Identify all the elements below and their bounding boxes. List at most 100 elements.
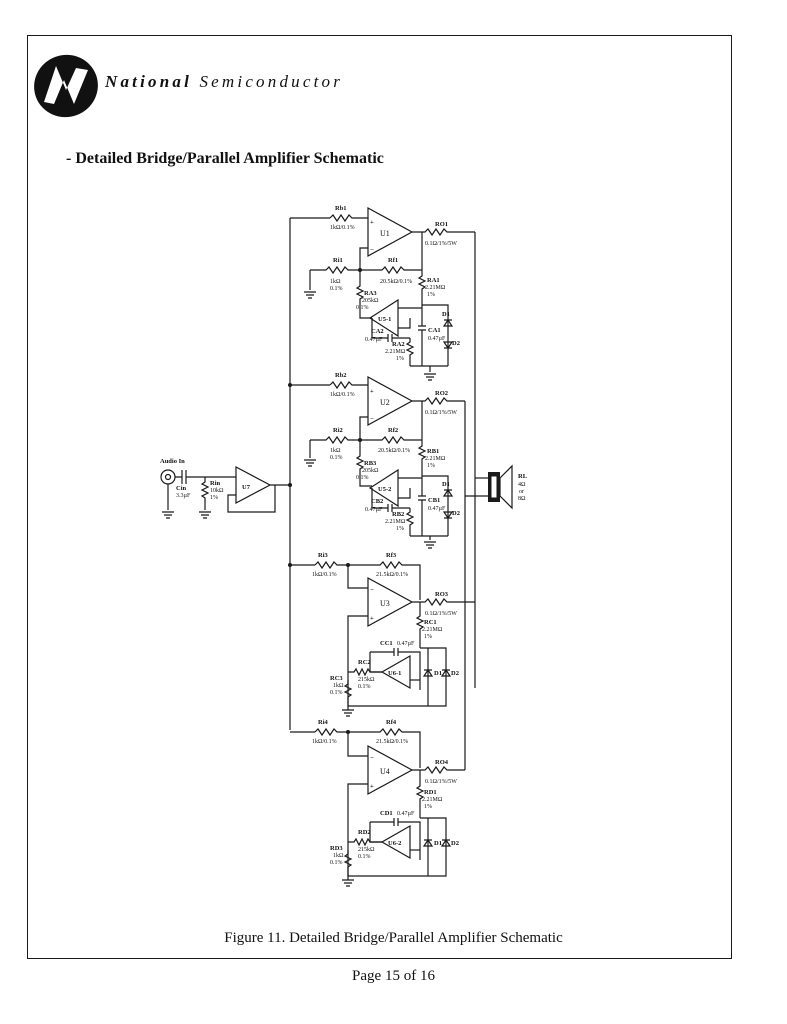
rf3-value: 21.5kΩ/0.1%	[376, 572, 408, 578]
rb3-tolerance: 0.1%	[356, 475, 369, 481]
ro1-label: RO1	[435, 221, 448, 228]
ra1-resistor	[417, 270, 427, 305]
cb2-value: 0.47µF	[365, 507, 383, 513]
rd1-resistor	[415, 770, 425, 818]
input-capacitor	[175, 470, 236, 484]
rd2-tolerance: 0.1%	[358, 854, 371, 860]
d2-diode-u2	[442, 511, 454, 520]
u3-opamp	[367, 576, 414, 628]
u5-1-servo	[368, 298, 399, 338]
cb2-capacitor	[387, 504, 410, 512]
rb2-servo-tolerance: 1%	[396, 526, 404, 532]
d2-label-u4: D2	[451, 840, 459, 847]
rb2-label: Rb2	[335, 372, 347, 379]
u1-plus: +	[370, 219, 374, 226]
u4-opamp	[367, 744, 414, 796]
rd3-label: RD3	[330, 845, 343, 852]
u2-opamp	[367, 375, 414, 427]
rb1-label: Rb1	[335, 205, 347, 212]
ca2-capacitor	[387, 334, 410, 342]
rb3-label: RB3	[364, 460, 377, 467]
rc3-resistor	[343, 680, 353, 706]
rc3-tolerance: 0.1%	[330, 690, 343, 696]
ro2-resistor	[412, 396, 465, 406]
ro2-value: 0.1Ω/1%/5W	[425, 410, 457, 416]
audio-in-label: Audio In	[160, 458, 185, 465]
rd3-resistor	[343, 850, 353, 876]
d1-label-u1: D1	[442, 311, 450, 318]
rf4-value: 21.5kΩ/0.1%	[376, 739, 408, 745]
u5-1-label: U5-1	[378, 316, 391, 323]
ra1-label: RA1	[427, 277, 440, 284]
ca2-label: CA2	[371, 328, 384, 335]
rf2-label: Rf2	[388, 427, 398, 434]
rb2-resistor-servo	[405, 508, 415, 536]
rf1-label: Rf1	[388, 257, 398, 264]
stage-u1: Rb1 1kΩ/0.1% + − U1 RO1 0.1Ω/1%/5W Ri1 1…	[303, 205, 475, 381]
u2-minus: −	[370, 416, 374, 423]
rf1-value: 20.5kΩ/0.1%	[380, 279, 412, 285]
section-heading: - Detailed Bridge/Parallel Amplifier Sch…	[66, 150, 384, 167]
u1-opamp	[367, 206, 414, 258]
cd1-capacitor	[370, 818, 421, 860]
rc2-label: RC2	[358, 659, 371, 666]
ri1-value: 1kΩ	[330, 279, 341, 285]
ra3-value: 205kΩ	[362, 298, 379, 304]
rb2-servo-label: RB2	[392, 511, 404, 518]
u6-1-servo	[380, 654, 411, 690]
d2-diode	[442, 341, 454, 350]
u1-minus: −	[370, 247, 374, 254]
ri3-resistor	[314, 560, 348, 570]
d1-diode-u4	[422, 838, 434, 847]
ra2-resistor	[405, 338, 415, 366]
ra1-value: 2.21MΩ	[425, 285, 446, 291]
u5-2-label: U5-2	[378, 486, 391, 493]
u5-2-servo	[368, 468, 399, 508]
rf1-resistor	[360, 265, 422, 275]
d2-label-u2: D2	[452, 510, 460, 517]
u4-label: U4	[380, 767, 390, 776]
rb1-value: 2.21MΩ	[425, 456, 446, 462]
ra1-tolerance: 1%	[427, 292, 435, 298]
d2-diode-u4	[440, 838, 452, 847]
ca1-capacitor	[418, 305, 426, 366]
ri2-resistor	[310, 435, 360, 445]
ro1-value: 0.1Ω/1%/5W	[425, 241, 457, 247]
u2-plus: +	[370, 388, 374, 395]
ri3-value: 1kΩ/0.1%	[312, 572, 337, 578]
u6-1-label: U6-1	[388, 670, 401, 677]
cd1-value: 0.47µF	[397, 811, 415, 817]
ro3-label: RO3	[435, 591, 449, 598]
d1-diode	[442, 318, 454, 327]
rf3-label: Rf3	[386, 552, 397, 559]
rf3-resistor	[348, 560, 421, 600]
rf2-value: 20.5kΩ/0.1%	[378, 448, 410, 454]
rc2-resistor	[348, 667, 382, 677]
rb1-tolerance: 1%	[427, 463, 435, 469]
d2-label-u1: D2	[452, 340, 460, 347]
national-semiconductor-logo	[30, 50, 102, 127]
d1-label-u2: D1	[442, 481, 450, 488]
rin-value: 10kΩ	[210, 488, 224, 494]
rd2-label: RD2	[358, 829, 371, 836]
d2-diode-u3	[440, 668, 452, 677]
stage-u2: Rb2 1kΩ/0.1% + − U2 RO2 0.1Ω/1%/5W Ri2 1…	[288, 372, 465, 549]
rb1-label: RB1	[427, 448, 439, 455]
rc1-resistor	[415, 602, 425, 648]
ca2-value: 0.47µF	[365, 337, 383, 343]
ro3-resistor	[412, 597, 475, 607]
cb1-capacitor	[418, 476, 426, 536]
rc2-tolerance: 0.1%	[358, 684, 371, 690]
u4-plus: +	[370, 783, 374, 790]
ri2-value: 1kΩ	[330, 448, 341, 454]
cin-value: 3.3µF	[176, 493, 191, 499]
figure-caption: Figure 11. Detailed Bridge/Parallel Ampl…	[224, 930, 563, 946]
rin-label: Rin	[210, 480, 221, 487]
stage-u3: Ri3 1kΩ/0.1% Rf3 21.5kΩ/0.1% − + U3 RO3 …	[288, 552, 475, 717]
rb1-resistor	[417, 440, 427, 476]
rb2-resistor	[329, 380, 368, 390]
d1-diode-u3	[422, 668, 434, 677]
cd1-label: CD1	[380, 810, 393, 817]
d1-label-u3: D1	[434, 670, 442, 677]
